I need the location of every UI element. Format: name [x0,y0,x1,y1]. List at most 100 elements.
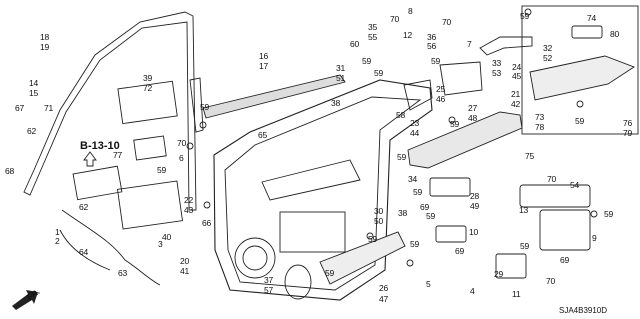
door-panel-inner [224,96,422,291]
armrest-pad [407,111,523,169]
callout-70c: 70 [442,17,452,27]
switch-assembly-right [539,209,591,251]
detail-frame [521,5,639,135]
callout-59m: 59 [426,211,436,221]
callout-67: 67 [15,103,25,113]
callout-26: 26 [379,283,389,293]
callout-25: 25 [436,84,446,94]
callout-68: 68 [5,166,15,176]
callout-59g: 59 [374,68,384,78]
callout-59e: 59 [410,239,420,249]
callout-59l: 59 [413,187,423,197]
callout-21: 21 [511,89,521,99]
callout-76: 76 [623,118,633,128]
armrest-trim [529,55,635,101]
callout-36: 36 [427,32,437,42]
callout-75: 75 [525,151,535,161]
callout-33: 33 [492,58,502,68]
callout-41: 41 [180,266,190,276]
clip [199,121,207,129]
speaker-ring [284,264,312,300]
door-panel [213,79,433,301]
callout-54: 54 [570,180,580,190]
callout-70d: 70 [547,174,557,184]
callout-6: 6 [179,153,184,163]
callout-2: 2 [55,236,60,246]
callout-38a: 38 [331,98,341,108]
callout-29: 29 [494,269,504,279]
callout-57: 57 [264,285,274,295]
callout-30: 30 [374,206,384,216]
switch-assembly-left [429,177,471,197]
callout-45: 45 [512,71,522,81]
callout-78: 78 [535,122,545,132]
callout-3: 3 [158,239,163,249]
callout-17: 17 [259,61,269,71]
callout-13: 13 [519,205,529,215]
speaker-grille [234,237,276,279]
callout-63: 63 [118,268,128,278]
handle-bezel [439,61,483,96]
callout-18: 18 [40,32,50,42]
callout-62b: 62 [79,202,89,212]
callout-42: 42 [511,99,521,109]
callout-38b: 38 [398,208,408,218]
callout-47: 47 [379,294,389,304]
callout-80: 80 [610,29,620,39]
clip [366,232,374,240]
callout-44: 44 [410,128,420,138]
callout-9: 9 [592,233,597,243]
harness-2 [59,229,111,271]
callout-64: 64 [79,247,89,257]
callout-65: 65 [258,130,268,140]
callout-56: 56 [427,41,437,51]
callout-31: 31 [336,63,346,73]
callout-43: 43 [184,205,194,215]
diagram-code: SJA4B3910D [559,306,608,315]
pocket-lid [319,231,406,285]
callout-59d: 59 [368,234,378,244]
callout-50: 50 [374,216,384,226]
callout-59h: 59 [431,56,441,66]
callout-69a: 69 [420,202,430,212]
glass-run-strip [202,74,346,119]
callout-74: 74 [587,13,597,23]
mirror-switch [495,253,527,279]
clip [406,259,414,267]
callout-37: 37 [264,275,274,285]
callout-59k: 59 [397,152,407,162]
callout-69c: 69 [560,255,570,265]
callout-58: 58 [396,110,406,120]
callout-11: 11 [512,289,521,299]
callout-70e: 70 [546,276,556,286]
callout-5: 5 [426,279,431,289]
callout-62: 62 [27,126,37,136]
callout-55: 55 [368,32,378,42]
callout-59b: 59 [157,165,167,175]
door-liner [117,80,178,125]
fr-arrow [12,290,38,310]
armrest [261,159,361,201]
upper-garnish [479,36,533,56]
callout-59o: 59 [604,209,614,219]
callout-27: 27 [468,103,478,113]
callout-59i: 59 [520,11,530,21]
clip [448,116,456,124]
callout-51: 51 [336,73,346,83]
callout-28: 28 [470,191,480,201]
callout-49: 49 [470,201,480,211]
callout-60: 60 [350,39,360,49]
callout-8: 8 [408,6,413,16]
callout-19: 19 [40,42,50,52]
callout-71: 71 [44,103,54,113]
callout-14: 14 [29,78,39,88]
callout-10: 10 [469,227,479,237]
callout-73: 73 [535,112,545,122]
cap [571,25,603,39]
callout-24: 24 [512,62,522,72]
callout-70a: 70 [177,138,187,148]
callout-59n: 59 [575,116,585,126]
callout-12: 12 [403,30,413,40]
